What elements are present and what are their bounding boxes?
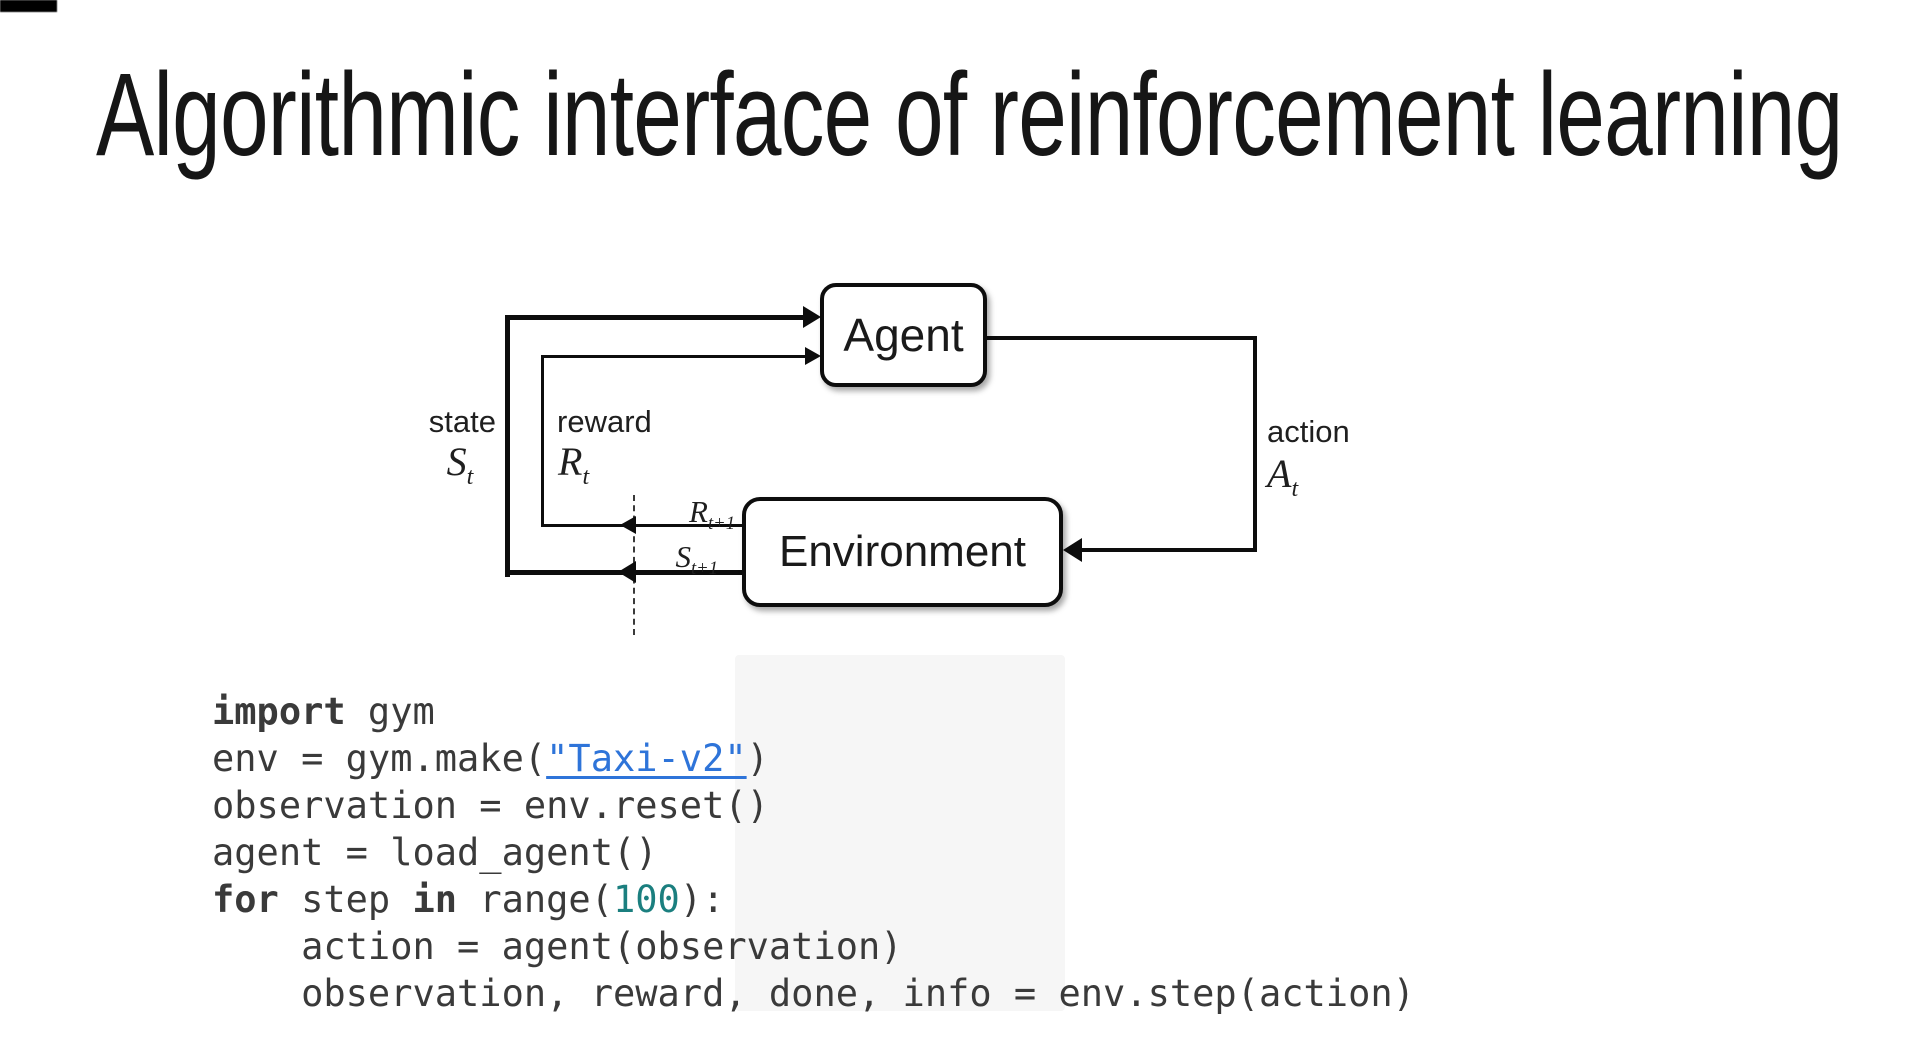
- action-into-environment-arrowhead-icon: [1063, 538, 1082, 562]
- action-label: action: [1267, 414, 1350, 449]
- code-token: agent = load_agent(): [212, 831, 658, 874]
- state-symbol: St: [446, 439, 474, 490]
- reward-into-agent-arrowhead-icon: [805, 347, 821, 365]
- code-line: observation = env.reset(): [212, 782, 1415, 829]
- state-label: state: [428, 404, 496, 439]
- code-line: import gym: [212, 688, 1415, 735]
- action-line-vertical: [1253, 336, 1257, 552]
- code-line: for step in range(100):: [212, 876, 1415, 923]
- code-token: observation, reward, done, info = env.st…: [212, 972, 1415, 1015]
- code-line: env = gym.make("Taxi-v2"): [212, 735, 1415, 782]
- code-token: import: [212, 690, 346, 733]
- code-token: for: [212, 878, 279, 921]
- taxi-v2-link[interactable]: "Taxi-v2": [546, 737, 747, 780]
- action-line-bottom: [1078, 548, 1257, 552]
- reward-label: reward: [557, 404, 652, 439]
- code-token: ): [746, 737, 769, 780]
- agent-box-label: Agent: [843, 309, 964, 361]
- code-line: agent = load_agent(): [212, 829, 1415, 876]
- next-reward-arrowhead-icon: [620, 516, 636, 534]
- code-token: step: [278, 878, 413, 921]
- environment-box-label: Environment: [778, 527, 1026, 576]
- environment-box: Environment: [742, 497, 1063, 607]
- action-symbol: At: [1267, 451, 1299, 502]
- next-state-symbol: St+1: [675, 539, 718, 580]
- action-line-top: [983, 336, 1257, 340]
- code-token: 100: [612, 878, 680, 921]
- next-reward-symbol: Rt+1: [689, 494, 735, 535]
- state-line-vertical: [505, 315, 510, 577]
- code-token: observation = env.reset(): [212, 784, 769, 827]
- state-line-top: [505, 315, 805, 320]
- code-line: observation, reward, done, info = env.st…: [212, 970, 1415, 1017]
- next-reward-line: [541, 524, 742, 527]
- agent-box: Agent: [820, 283, 987, 387]
- reward-line-top: [541, 355, 805, 358]
- next-state-arrowhead-icon: [618, 561, 636, 583]
- code-token: range(: [457, 878, 613, 921]
- state-into-agent-arrowhead-icon: [803, 306, 821, 328]
- code-token: gym: [345, 690, 435, 733]
- code-token: ):: [679, 878, 725, 921]
- code-token: env = gym.make(: [212, 737, 547, 780]
- screen-edge-artifact: [0, 0, 57, 12]
- code-token: action = agent(observation): [212, 925, 903, 968]
- code-line: action = agent(observation): [212, 923, 1415, 970]
- code-screenshot-backdrop: [735, 655, 1065, 1011]
- reward-line-vertical: [541, 355, 544, 527]
- reward-symbol: Rt: [558, 439, 590, 490]
- slide-title: Algorithmic interface of reinforcement l…: [96, 49, 1843, 181]
- code-token: in: [412, 878, 458, 921]
